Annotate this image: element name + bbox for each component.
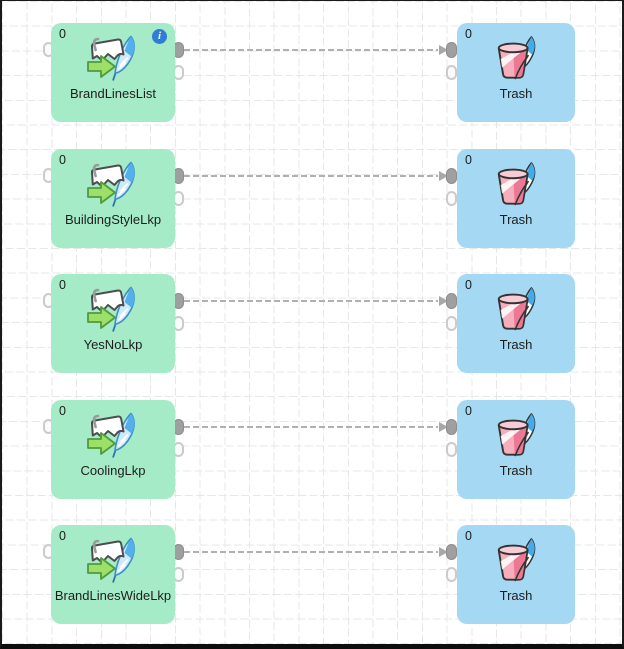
trash-feather-icon [493, 35, 541, 81]
workflow-lane: 0 YesNoLkp 0 [2, 274, 622, 373]
node-label: Trash [499, 212, 533, 227]
node-label: BrandLinesWideLkp [54, 588, 172, 603]
input-port[interactable] [446, 544, 457, 560]
text-import-feather-icon [84, 286, 138, 333]
trash-feather-icon [493, 286, 541, 332]
node-label: CoolingLkp [80, 463, 146, 478]
node-label: Trash [499, 337, 533, 352]
record-count: 0 [59, 27, 66, 41]
input-port[interactable] [446, 316, 457, 331]
connection-line[interactable] [184, 551, 438, 553]
text-import-feather-icon [84, 412, 138, 459]
record-count: 0 [465, 27, 472, 41]
connection-line[interactable] [184, 175, 438, 177]
node-label: Trash [499, 86, 533, 101]
trash-feather-icon [493, 412, 541, 458]
input-port[interactable] [446, 567, 457, 582]
connection-arrow-icon [439, 296, 448, 306]
connection-arrow-icon [439, 422, 448, 432]
connection-arrow-icon [439, 171, 448, 181]
node-label: Trash [499, 463, 533, 478]
node-coolinglkp[interactable]: 0 CoolingLkp [51, 400, 175, 499]
record-count: 0 [465, 529, 472, 543]
node-trash[interactable]: 0 Trash [457, 23, 575, 122]
connection-line[interactable] [184, 49, 438, 51]
connection-line[interactable] [184, 300, 438, 302]
input-port[interactable] [446, 168, 457, 184]
record-count: 0 [59, 529, 66, 543]
node-buildingstylelkp[interactable]: 0 BuildingStyleLkp [51, 149, 175, 248]
input-port[interactable] [446, 293, 457, 309]
trash-feather-icon [493, 161, 541, 207]
record-count: 0 [465, 278, 472, 292]
workflow-lane: 0 CoolingLkp 0 [2, 400, 622, 499]
input-port[interactable] [446, 191, 457, 206]
node-label: BrandLinesList [70, 86, 156, 101]
node-label: YesNoLkp [83, 337, 143, 352]
node-label: BuildingStyleLkp [64, 212, 162, 227]
record-count: 0 [465, 404, 472, 418]
workflow-lane: 0 BrandLinesWideLkp 0 [2, 525, 622, 624]
record-count: 0 [465, 153, 472, 167]
trash-feather-icon [493, 537, 541, 583]
record-count: 0 [59, 278, 66, 292]
node-yesnolkp[interactable]: 0 YesNoLkp [51, 274, 175, 373]
node-trash[interactable]: 0 Trash [457, 400, 575, 499]
input-port[interactable] [446, 419, 457, 435]
connection-arrow-icon [439, 547, 448, 557]
text-import-feather-icon [84, 537, 138, 584]
text-import-feather-icon [84, 161, 138, 208]
workflow-lane: 0 i BrandLinesList 0 [2, 23, 622, 122]
connection-arrow-icon [439, 45, 448, 55]
node-trash[interactable]: 0 Trash [457, 274, 575, 373]
text-import-feather-icon [84, 35, 138, 82]
node-label: Trash [499, 588, 533, 603]
input-port[interactable] [446, 442, 457, 457]
connection-line[interactable] [184, 426, 438, 428]
input-port[interactable] [446, 65, 457, 80]
input-port[interactable] [446, 42, 457, 58]
record-count: 0 [59, 404, 66, 418]
workflow-lane: 0 BuildingStyleLkp 0 [2, 149, 622, 248]
node-brandlineslist[interactable]: 0 i BrandLinesList [51, 23, 175, 122]
node-trash[interactable]: 0 Trash [457, 149, 575, 248]
node-trash[interactable]: 0 Trash [457, 525, 575, 624]
record-count: 0 [59, 153, 66, 167]
info-icon[interactable]: i [152, 29, 167, 44]
node-brandlineswidelkp[interactable]: 0 BrandLinesWideLkp [51, 525, 175, 624]
